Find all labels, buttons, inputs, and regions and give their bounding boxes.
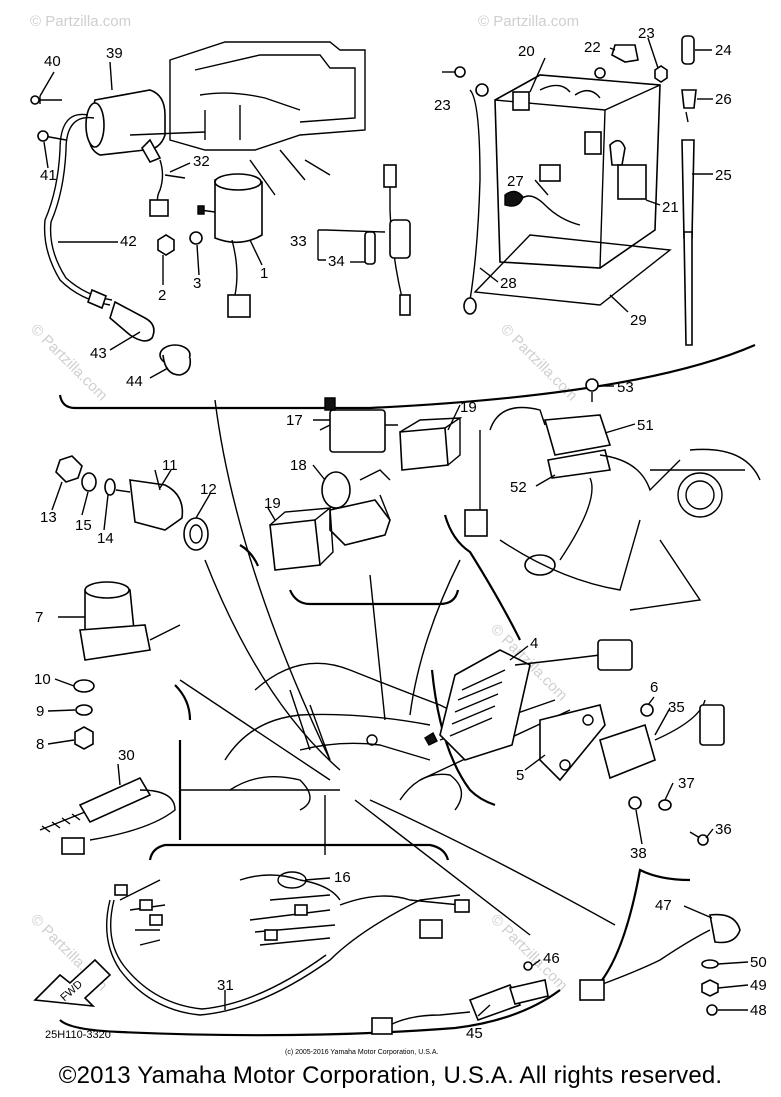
callout-53: 53: [617, 379, 634, 396]
sensor-45: [371, 961, 549, 1035]
callout-37: 37: [678, 775, 695, 792]
connector-32: [149, 159, 186, 217]
watermark: © Partzilla.com: [30, 13, 131, 30]
callout-33: 33: [290, 233, 307, 250]
callout-52: 52: [510, 479, 527, 496]
callout-16: 16: [334, 869, 351, 886]
battery-parts-22-26: [442, 35, 697, 346]
callout-24: 24: [715, 42, 732, 59]
copyright-footer: ©2013 Yamaha Motor Corporation, U.S.A. A…: [58, 1062, 723, 1089]
callout-18: 18: [290, 457, 307, 474]
rectifier-4: [439, 639, 725, 846]
callout-3: 3: [193, 275, 201, 292]
callout-48: 48: [750, 1002, 767, 1019]
small-notice: (c) 2005-2016 Yamaha Motor Corporation, …: [285, 1049, 438, 1056]
callout-22: 22: [584, 39, 601, 56]
watermark: © Partzilla.com: [478, 13, 579, 30]
callout-14: 14: [97, 530, 114, 547]
ignition-coil-assembly: [30, 89, 192, 376]
callout-23-top: 23: [638, 25, 655, 42]
callout-43: 43: [90, 345, 107, 362]
callout-32: 32: [193, 153, 210, 170]
relay-19-left: [269, 507, 334, 571]
callout-45: 45: [466, 1025, 483, 1042]
starter-motor: [73, 581, 181, 750]
callout-23-left: 23: [434, 97, 451, 114]
callout-9: 9: [36, 703, 44, 720]
callout-21: 21: [662, 199, 679, 216]
callout-20: 20: [518, 43, 535, 60]
callout-51: 51: [637, 417, 654, 434]
callout-49: 49: [750, 977, 767, 994]
callout-36: 36: [715, 821, 732, 838]
callout-8: 8: [36, 736, 44, 753]
drawing-code: 25H110-3320: [45, 1029, 111, 1041]
callout-50: 50: [750, 954, 767, 971]
leader-lines: [179, 399, 616, 936]
fuel-sender: [464, 378, 761, 611]
callout-4: 4: [530, 635, 538, 652]
callout-13: 13: [40, 509, 57, 526]
wire-harness-31: [105, 871, 470, 1016]
callout-34: 34: [328, 253, 345, 270]
callout-46: 46: [543, 950, 560, 967]
relay-19-right: [399, 417, 463, 471]
callout-27: 27: [507, 173, 524, 190]
fuse-holder-33: [317, 164, 411, 316]
callout-numbers: 40 39 41 32 42 2 3 1 33 34 43 44 20 22 2…: [34, 25, 767, 1056]
battery-20: [463, 74, 661, 315]
callout-26: 26: [715, 91, 732, 108]
fwd-arrow: FWD: [33, 958, 112, 1008]
callout-6: 6: [650, 679, 658, 696]
callout-41: 41: [40, 167, 57, 184]
callout-40: 40: [44, 53, 61, 70]
relay-17: [319, 397, 398, 453]
callout-15: 15: [75, 517, 92, 534]
callout-10: 10: [34, 671, 51, 688]
callout-25: 25: [715, 167, 732, 184]
callout-31: 31: [217, 977, 234, 994]
neutral-switch-11: [55, 455, 209, 551]
callout-28: 28: [500, 275, 517, 292]
callout-5: 5: [516, 767, 524, 784]
callout-29: 29: [630, 312, 647, 329]
relay-18: [321, 469, 391, 546]
callout-30: 30: [118, 747, 135, 764]
watermark: © Partzilla.com: [27, 321, 110, 404]
callout-12: 12: [200, 481, 217, 498]
callout-17: 17: [286, 412, 303, 429]
starter-relay-1: [197, 173, 263, 318]
sensor-30: [39, 776, 176, 855]
callout-38: 38: [630, 845, 647, 862]
switch-47: [579, 913, 741, 1016]
callout-leaders: [39, 37, 749, 1017]
callout-35: 35: [668, 699, 685, 716]
callout-11: 11: [162, 457, 178, 474]
frame-bracket: [129, 41, 366, 196]
callout-42: 42: [120, 233, 137, 250]
nuts-2-3: [157, 231, 203, 256]
callout-19-right: 19: [460, 399, 477, 416]
motorcycle-outline: [224, 662, 471, 811]
callout-19-left: 19: [264, 495, 281, 512]
callout-44: 44: [126, 373, 143, 390]
battery-tray-29: [473, 234, 672, 306]
callout-1: 1: [260, 265, 268, 282]
callout-2: 2: [158, 287, 166, 304]
callout-39: 39: [106, 45, 123, 62]
callout-47: 47: [655, 897, 672, 914]
callout-7: 7: [35, 609, 43, 626]
